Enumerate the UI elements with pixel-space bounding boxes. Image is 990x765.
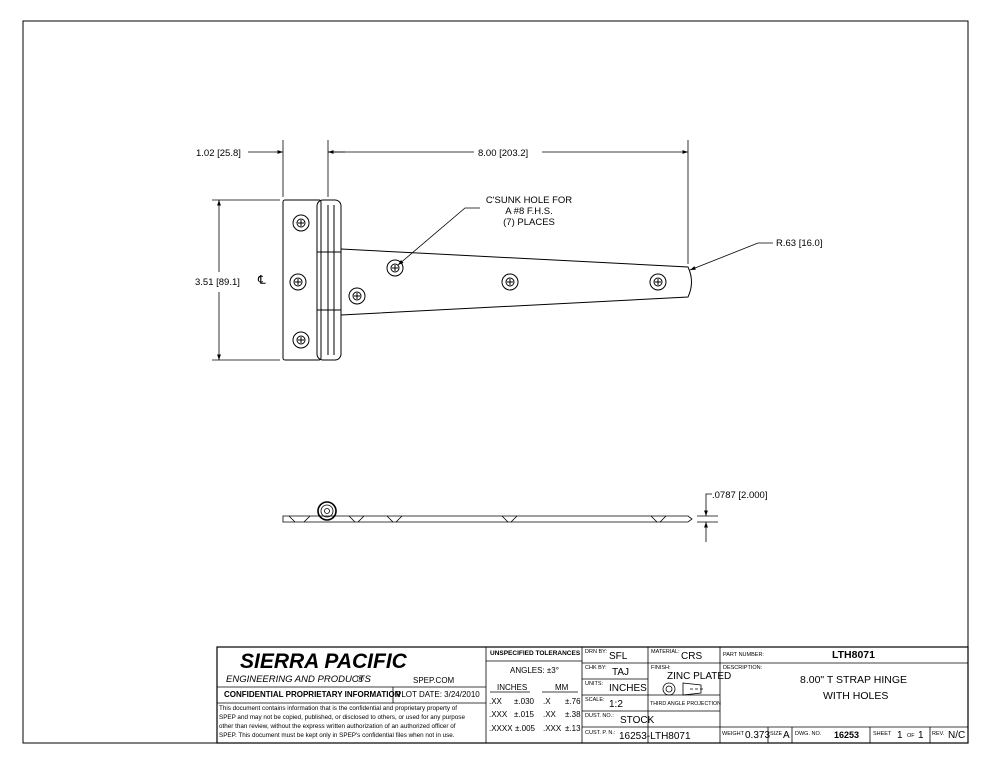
dwg-no-value: 16253 [834, 730, 860, 740]
tol-mm-format: .XXX [543, 724, 562, 733]
confidential-line: This document contains information that … [219, 705, 458, 712]
tol-in-value: ±.015 [514, 710, 534, 719]
projection-cone [682, 682, 702, 696]
top-view [282, 199, 692, 361]
finish-label: FINISH: [651, 665, 671, 671]
finish-value: ZINC PLATED [667, 671, 732, 682]
dust-no-label: DUST. NO.: [585, 713, 614, 719]
sheet-border [22, 20, 969, 744]
side-knuckle [317, 501, 337, 521]
sheet-total: 1 [918, 730, 924, 741]
leaf-height-dim: 3.51 [89.1] [195, 277, 240, 288]
part-number: LTH8071 [832, 649, 875, 661]
dwg-no-label: DWG. NO. [795, 731, 822, 737]
weight-value: 0.373 [745, 730, 771, 741]
tol-mm-value: ±.13 [565, 724, 581, 733]
sheet-label: SHEET [873, 731, 892, 737]
strap-length-dim: 8.00 [203.2] [478, 148, 528, 159]
checked-by-label: CHK BY: [585, 665, 607, 671]
side-profile [282, 515, 693, 523]
side-view [282, 501, 693, 523]
registered-mark-icon: ® [357, 674, 364, 684]
dimension-lines [212, 140, 773, 542]
checked-by: TAJ [612, 667, 630, 678]
projection-label: THIRD ANGLE PROJECTION [650, 701, 721, 707]
confidential-line: SPEP. This document must be kept only in… [219, 732, 455, 739]
hinge-strap [340, 248, 692, 316]
hole [649, 273, 667, 291]
drawn-by: SFL [609, 651, 628, 662]
revision-value: N/C [948, 730, 966, 741]
projection-circle [662, 682, 676, 696]
sheet-of-label: OF [907, 733, 915, 739]
units-label: UNITS: [585, 681, 604, 687]
description-label: DESCRIPTION: [723, 665, 763, 671]
tol-in-value: ±.030 [514, 697, 534, 706]
size-label: SIZE [770, 731, 783, 737]
company-subtitle: ENGINEERING AND PRODUCTS [226, 674, 371, 685]
side-countersinks [288, 515, 667, 523]
hole [292, 331, 310, 349]
hole [292, 214, 310, 232]
hinge-knuckle [316, 199, 342, 361]
scale-label: SCALE: [585, 697, 605, 703]
centerline-icon: ℄ [257, 273, 266, 287]
confidential-title: CONFIDENTIAL PROPRIETARY INFORMATION [224, 690, 401, 699]
units-value: INCHES [609, 683, 647, 694]
tol-in-format: .XX [489, 697, 502, 706]
mm-header: MM [555, 683, 569, 692]
dust-no-value: STOCK [620, 715, 655, 726]
material-value: CRS [681, 651, 703, 662]
radius-dim: R.63 [16.0] [776, 238, 822, 249]
callout-line-1: C'SUNK HOLE FOR [486, 195, 572, 206]
tol-mm-format: .XX [543, 710, 556, 719]
scale-value: 1:2 [609, 699, 623, 710]
hole [348, 287, 366, 305]
company-name: SIERRA PACIFIC [240, 650, 407, 673]
tol-mm-value: ±.76 [565, 697, 581, 706]
inches-header: INCHES [497, 683, 528, 692]
description-line-1: 8.00" T STRAP HINGE [800, 674, 908, 686]
countersunk-holes [289, 214, 667, 349]
hole [501, 273, 519, 291]
drawn-by-label: DRN BY: [585, 649, 608, 655]
description-line-2: WITH HOLES [823, 690, 889, 702]
cust-pn-value: 16253-LTH8071 [619, 731, 691, 742]
tol-in-format: .XXXX [489, 724, 513, 733]
tolerance-angles: ANGLES: ±3° [510, 666, 559, 675]
revision-label: REV. [932, 731, 945, 737]
tol-mm-format: .X [543, 697, 551, 706]
tolerances-title: UNSPECIFIED TOLERANCES [490, 650, 581, 657]
size-value: A [783, 730, 790, 741]
sheet-number: 1 [897, 730, 903, 741]
callout-line-2: A #8 F.H.S. [505, 206, 553, 217]
company-website: SPEP.COM [413, 676, 455, 685]
material-label: MATERIAL: [651, 649, 680, 655]
confidential-line: other than review, without the express w… [219, 723, 456, 730]
weight-label: WEIGHT [722, 731, 744, 737]
title-block-grid [216, 646, 969, 744]
tol-in-value: ±.005 [515, 724, 535, 733]
thickness-dim: .0787 [2.000] [712, 490, 767, 501]
confidential-line: SPEP and may not be copied, published, o… [219, 714, 465, 721]
part-number-label: PART NUMBER: [723, 652, 764, 658]
hole [289, 273, 307, 291]
tol-in-format: .XXX [489, 710, 508, 719]
callout-line-3: (7) PLACES [503, 217, 555, 228]
cust-pn-label: CUST. P. N.: [585, 730, 616, 736]
hole [386, 259, 404, 277]
tol-mm-value: ±.38 [565, 710, 581, 719]
flange-width-dim: 1.02 [25.8] [196, 148, 241, 159]
plot-date: PLOT DATE: 3/24/2010 [396, 690, 480, 699]
